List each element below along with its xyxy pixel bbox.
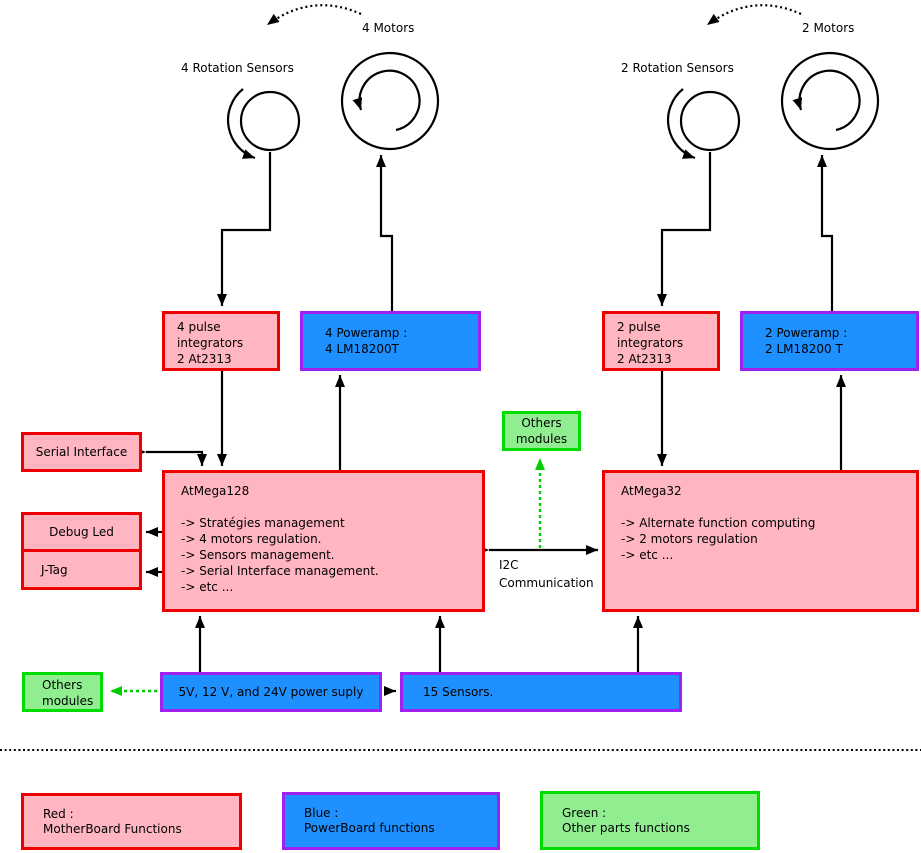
line-sensor-to-pulse-right xyxy=(657,152,712,306)
rotation-sensor-icon-right xyxy=(666,88,741,160)
motor-icon-left xyxy=(340,51,440,151)
label-4-motors: 4 Motors xyxy=(362,21,415,35)
box-poweramp-right: 2 Poweramp : 2 LM18200 T xyxy=(740,311,919,371)
label-4-rotation-sensors: 4 Rotation Sensors xyxy=(181,61,294,75)
line-sensor-to-pulse-left xyxy=(217,152,272,306)
motors-to-sensors-dotted-arc-right xyxy=(706,4,802,26)
box-poweramp-left: 4 Poweramp : 4 LM18200T xyxy=(300,311,481,371)
box-pulse-integrators-left: 4 pulse integrators 2 At2313 xyxy=(162,311,280,371)
legend-blue-powerboard: Blue : PowerBoard functions xyxy=(282,792,500,850)
box-15-sensors: 15 Sensors. xyxy=(400,672,682,712)
box-atmega32: AtMega32 -> Alternate function computing… xyxy=(602,470,919,612)
connector-lines xyxy=(134,152,846,696)
line-poweramp-to-motor-left xyxy=(376,155,394,311)
line-poweramp-to-motor-right xyxy=(817,155,834,311)
box-pulse-integrators-right: 2 pulse integrators 2 At2313 xyxy=(602,311,720,371)
box-jtag: J-Tag xyxy=(21,552,142,590)
label-2-motors: 2 Motors xyxy=(802,21,855,35)
box-debug-led: Debug Led xyxy=(21,512,142,552)
box-atmega128: AtMega128 -> Stratégies management -> 4 … xyxy=(162,470,485,612)
label-i2c-communication: I2C Communication xyxy=(499,558,594,590)
legend-green-other-parts: Green : Other parts functions xyxy=(540,791,760,850)
legend-red-motherboard: Red : MotherBoard Functions xyxy=(21,793,242,850)
box-serial-interface: Serial Interface xyxy=(21,432,142,472)
box-others-modules-mid: Others modules xyxy=(502,411,581,451)
green-dotted-links xyxy=(110,458,545,696)
line-serial-to-atmega128 xyxy=(134,447,207,466)
label-2-rotation-sensors: 2 Rotation Sensors xyxy=(621,61,734,75)
motors-to-sensors-dotted-arc-left xyxy=(266,4,362,26)
box-others-modules-left: Others modules xyxy=(22,672,103,712)
motor-icon-right xyxy=(780,51,880,151)
rotation-sensor-icon-left xyxy=(226,88,301,160)
box-power-supply: 5V, 12 V, and 24V power suply xyxy=(160,672,382,712)
